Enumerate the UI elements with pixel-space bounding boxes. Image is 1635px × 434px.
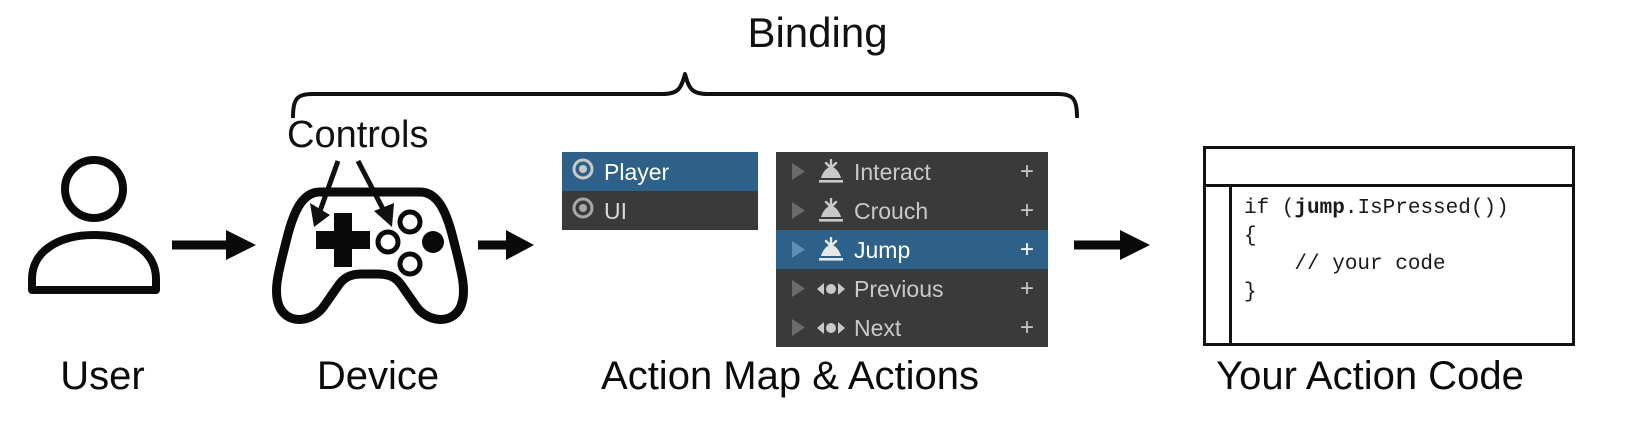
button-action-icon — [812, 197, 850, 224]
action-map-row-player[interactable]: Player — [562, 152, 758, 191]
code-editor-body: if (jump.IsPressed()) { // your code } — [1206, 187, 1572, 343]
triangle-right-icon[interactable] — [782, 318, 812, 337]
plus-icon[interactable]: + — [1019, 313, 1034, 341]
action-row-previous[interactable]: Previous + — [776, 269, 1048, 308]
code-line-3: // your code — [1244, 253, 1446, 276]
arrow-down-icon — [355, 159, 394, 227]
caption-action-map: Action Map & Actions — [601, 354, 979, 398]
person-icon — [18, 155, 170, 300]
controls-label: Controls — [287, 114, 429, 156]
plus-icon[interactable]: + — [1019, 235, 1034, 263]
axis-1d-action-icon — [812, 319, 850, 337]
arrow-right-icon — [172, 228, 256, 267]
action-row-jump[interactable]: Jump + — [776, 230, 1048, 269]
curly-brace-icon — [290, 72, 1080, 123]
action-map-row-ui[interactable]: UI — [562, 191, 758, 230]
code-editor-titlebar — [1206, 149, 1572, 187]
code-line-1-pre: if ( — [1244, 197, 1295, 220]
plus-icon[interactable]: + — [1019, 274, 1034, 302]
plus-icon[interactable]: + — [1019, 196, 1034, 224]
button-action-icon — [812, 158, 850, 185]
triangle-right-icon[interactable] — [782, 240, 812, 259]
radio-target-icon — [572, 197, 594, 224]
action-label: Crouch — [854, 197, 929, 224]
caption-user: User — [60, 354, 145, 398]
action-label: Previous — [854, 275, 944, 302]
code-line-2: { — [1244, 225, 1257, 248]
action-row-interact[interactable]: Interact + — [776, 152, 1048, 191]
action-label: Jump — [854, 236, 911, 263]
code-line-1-post: .IsPressed()) — [1344, 197, 1509, 220]
action-row-next[interactable]: Next + — [776, 308, 1048, 347]
code-editor-text[interactable]: if (jump.IsPressed()) { // your code } — [1232, 187, 1572, 343]
action-map-panel: Player UI — [562, 152, 758, 230]
triangle-right-icon[interactable] — [782, 162, 812, 181]
code-editor-window: if (jump.IsPressed()) { // your code } — [1203, 146, 1575, 346]
action-label: Interact — [854, 158, 931, 185]
action-row-crouch[interactable]: Crouch + — [776, 191, 1048, 230]
button-action-icon — [812, 236, 850, 263]
radio-target-icon — [572, 158, 594, 185]
arrow-right-icon — [1074, 228, 1150, 267]
controls-arrow-group — [300, 155, 440, 240]
plus-icon[interactable]: + — [1019, 157, 1034, 185]
binding-label: Binding — [747, 9, 888, 56]
action-map-label: UI — [604, 197, 627, 224]
caption-code: Your Action Code — [1216, 354, 1524, 398]
arrow-down-icon — [310, 160, 341, 227]
axis-1d-action-icon — [812, 280, 850, 298]
action-label: Next — [854, 314, 902, 341]
code-line-4: } — [1244, 281, 1257, 304]
code-line-1-identifier: jump — [1294, 197, 1345, 220]
arrow-right-icon — [478, 228, 534, 267]
gamepad-icon — [258, 180, 482, 330]
caption-device: Device — [316, 354, 440, 398]
triangle-right-icon[interactable] — [782, 201, 812, 220]
action-map-label: Player — [604, 158, 670, 185]
code-editor-gutter — [1206, 187, 1232, 343]
triangle-right-icon[interactable] — [782, 279, 812, 298]
actions-panel: Interact + Crouch + — [776, 152, 1048, 347]
